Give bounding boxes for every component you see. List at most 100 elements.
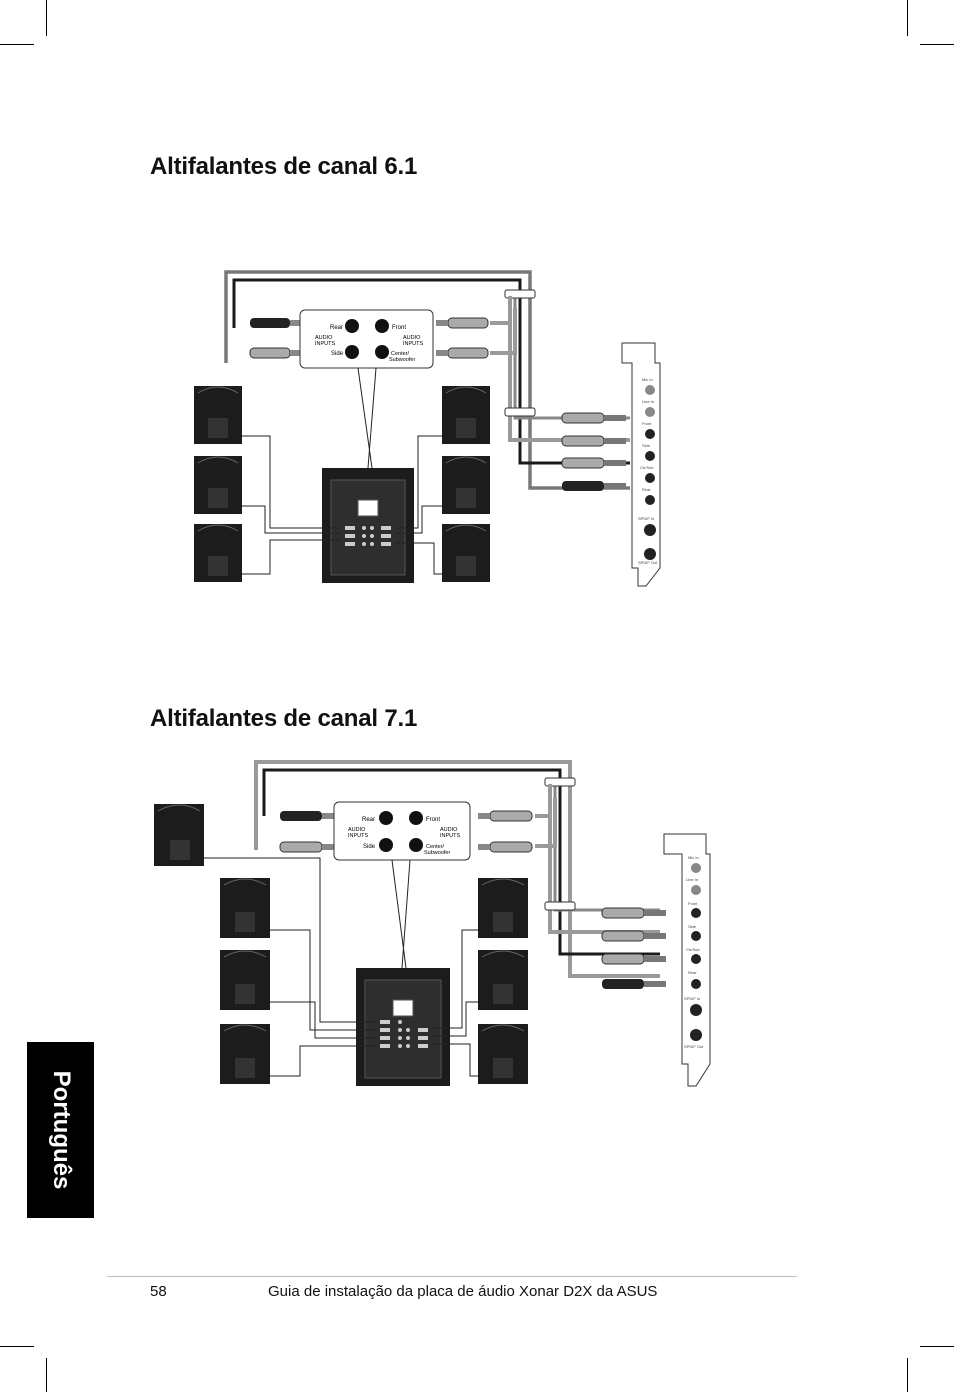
speaker [220,878,270,938]
svg-text:Side: Side [642,443,651,448]
jack-center-sub [375,345,389,359]
subwoofer-jacks [345,526,391,546]
crop-mark [920,44,954,45]
cable-tie [504,407,536,417]
jack-side [345,345,359,359]
speaker [220,1024,270,1084]
card-jacks [690,863,702,1041]
label-side: Side [331,351,344,357]
subwoofer-panel [364,979,442,1079]
crop-mark [907,1358,908,1392]
label-subwoofer: Subwoofer [424,850,450,856]
card-plug [561,435,626,447]
svg-text:Front: Front [688,901,698,906]
diagram-61: Rear Side Front AUDIO INPUTS AUDIO INPUT… [194,270,661,587]
card-jacks [644,385,656,560]
cable [391,859,407,969]
language-tab-label: Português [47,1070,75,1190]
card-plug [601,953,666,965]
crop-mark [0,1346,34,1347]
plug [279,841,334,853]
sound-card-bracket [663,833,711,1087]
label-inputs: INPUTS [440,833,461,839]
speaker [194,386,242,444]
label-front: Front [392,325,406,331]
svg-text:Side: Side [688,924,697,929]
svg-text:Line In: Line In [642,399,654,404]
label-subwoofer: Subwoofer [389,357,415,363]
speaker [154,804,204,866]
audio-input-box [333,801,471,861]
subwoofer-jacks [380,1020,428,1048]
section-61-title: Altifalantes de canal 6.1 [150,153,418,180]
label-audio: AUDIO [348,827,366,833]
card-plug [601,930,666,942]
speaker-wires [204,857,478,1077]
speaker [478,878,528,938]
cable [535,784,552,818]
plug [250,318,302,328]
cable [401,859,411,969]
cable-tie [544,777,576,787]
speaker [478,1024,528,1084]
cable [535,798,557,848]
label-inputs: INPUTS [403,341,424,347]
cable-loop [232,278,630,465]
label-audio: AUDIO [315,335,333,341]
speaker [194,456,242,514]
label-audio: AUDIO [403,335,421,341]
jack-side [379,838,393,852]
label-rear: Rear [330,325,343,331]
cable-loop [254,760,660,978]
crop-mark [907,0,908,36]
plug [280,811,334,821]
svg-text:Ctr/Sub: Ctr/Sub [686,947,700,952]
section-71-title: Altifalantes de canal 7.1 [150,705,418,732]
card-plug [562,481,626,491]
footer-divider [107,1276,797,1277]
label-inputs: INPUTS [348,833,369,839]
svg-text:Ctr/Sub: Ctr/Sub [640,465,654,470]
label-front: Front [426,817,440,823]
card-plug [561,457,626,469]
plug [436,317,489,329]
diagram-71: Rear Side Front AUDIO INPUTS AUDIO INPUT… [154,760,711,1087]
label-side: Side [363,844,376,850]
card-labels: Mic In Line In Front Side Ctr/Sub Rear S… [684,855,704,1049]
cable-loop [262,768,660,956]
label-audio: AUDIO [440,827,458,833]
speaker [442,456,490,514]
cable-tie [504,289,536,299]
page-number: 58 [150,1283,167,1300]
card-labels: Mic In Line In Front Side Ctr/Sub Rear S… [638,377,658,565]
jack-front [409,811,423,825]
crop-mark [46,0,47,36]
label-center: Center/ [426,844,445,850]
plug [436,347,489,359]
cable-loop [513,296,630,420]
plug [478,810,533,822]
cable-loop [224,270,630,490]
card-plug [602,979,666,989]
label-center: Center/ [391,351,410,357]
power-socket [392,999,414,1017]
speaker [442,524,490,582]
cable [367,367,377,469]
cable [357,367,373,469]
speaker-wires [242,435,442,575]
label-rear: Rear [362,817,375,823]
svg-text:SPDIF Out: SPDIF Out [638,560,658,565]
svg-text:Mic In: Mic In [642,377,653,382]
svg-text:SPDIF In: SPDIF In [638,516,654,521]
svg-text:SPDIF In: SPDIF In [684,996,700,1001]
svg-text:Rear: Rear [642,487,651,492]
language-tab: Português [27,1042,94,1218]
svg-text:Front: Front [642,421,652,426]
speaker [220,950,270,1010]
jack-rear [379,811,393,825]
crop-mark [0,44,34,45]
label-inputs: INPUTS [315,341,336,347]
svg-text:Line In: Line In [686,877,698,882]
crop-mark [46,1358,47,1392]
power-socket [357,499,379,517]
